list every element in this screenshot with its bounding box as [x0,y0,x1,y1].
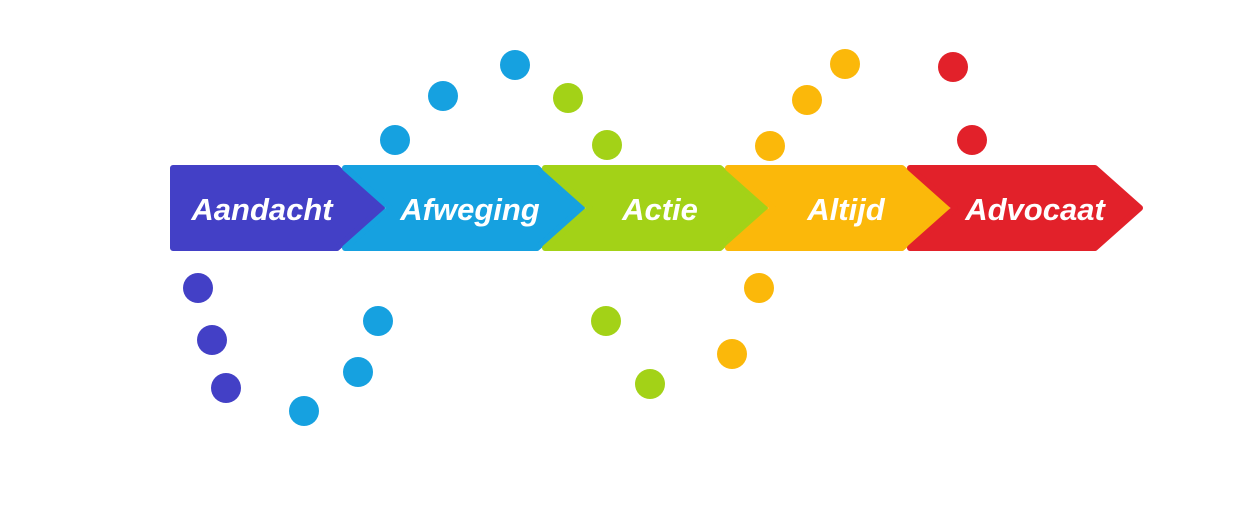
afweging-label: Afweging [399,192,540,227]
altijd-label: Altijd [806,192,886,227]
wave-dot-afweging [500,50,530,80]
wave-dot-altijd [830,49,860,79]
wave-dot-altijd [792,85,822,115]
wave-dot-altijd [744,273,774,303]
wave-dot-afweging [289,396,319,426]
stage-advocaat: Advocaat [907,165,1143,251]
actie-label: Actie [621,192,698,227]
altijd-chevron-shape [725,165,950,251]
afweging-chevron-shape [342,165,585,251]
wave-dot-actie [591,306,621,336]
aandacht-chevron-shape [170,165,385,251]
wave-dot-actie [592,130,622,160]
wave-dot-advocaat [957,125,987,155]
wave-dot-actie [553,83,583,113]
aandacht-label: Aandacht [190,192,334,227]
wave-dot-afweging [428,81,458,111]
stage-chevrons: Aandacht Afweging Actie Altijd Advocaat [170,165,1143,251]
wave-dot-altijd [717,339,747,369]
wave-dot-actie [635,369,665,399]
stage-afweging: Afweging [342,165,585,251]
wave-dot-afweging [363,306,393,336]
wave-dot-aandacht [211,373,241,403]
wave-dot-aandacht [183,273,213,303]
wave-dot-afweging [380,125,410,155]
actie-chevron-shape [542,165,768,251]
advocaat-label: Advocaat [964,192,1106,227]
wave-dot-altijd [755,131,785,161]
wave-dot-aandacht [197,325,227,355]
stage-altijd: Altijd [725,165,950,251]
wave-dot-afweging [343,357,373,387]
wave-dots [183,49,987,426]
stage-actie: Actie [542,165,768,251]
advocaat-chevron-shape [907,165,1143,251]
wave-dot-advocaat [938,52,968,82]
stage-aandacht: Aandacht [170,165,385,251]
